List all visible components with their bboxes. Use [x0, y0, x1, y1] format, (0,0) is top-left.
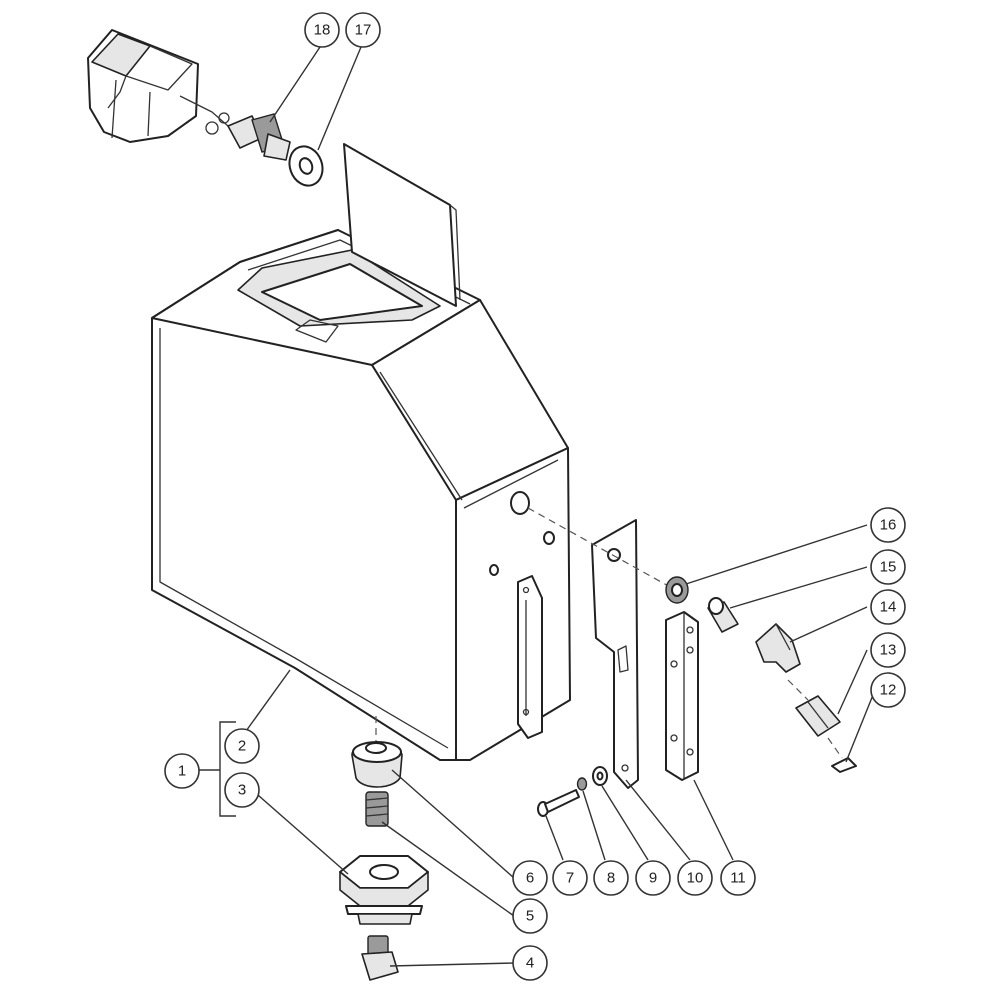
callout-label: 11: [730, 870, 746, 887]
callout-label: 9: [649, 870, 657, 887]
screw: [537, 789, 580, 817]
bulkhead-fitting: [339, 855, 429, 925]
tank-body: [151, 229, 571, 761]
filler-lid: [343, 143, 461, 307]
callout-13: 13: [870, 632, 906, 668]
callout-12: 12: [870, 672, 906, 708]
callout-label: 16: [880, 517, 897, 534]
elbow-connector: [755, 623, 801, 673]
callout-11: 11: [720, 860, 756, 896]
callout-2: 2: [224, 728, 260, 764]
callout-label: 6: [526, 870, 534, 887]
callout-6: 6: [512, 860, 548, 896]
fill-cap-knob: [87, 29, 199, 143]
adapter-fitting: [707, 597, 739, 633]
lock-washer: [576, 777, 588, 791]
mounting-plate: [591, 519, 639, 789]
callout-label: 12: [880, 682, 897, 699]
hex-nut: [665, 576, 689, 604]
elbow-fitting: [361, 935, 399, 981]
gasket-washer: [288, 145, 324, 187]
end-plug: [831, 757, 857, 773]
callout-label: 1: [178, 763, 186, 780]
callout-18: 18: [304, 12, 340, 48]
callout-8: 8: [593, 860, 629, 896]
flat-washer: [592, 766, 608, 786]
callout-10: 10: [677, 860, 713, 896]
mounting-bar: [665, 611, 699, 781]
callout-label: 13: [880, 642, 897, 659]
callout-label: 7: [566, 870, 574, 887]
callout-label: 15: [880, 559, 897, 576]
callout-15: 15: [870, 549, 906, 585]
threaded-insert: [365, 791, 389, 827]
callout-label: 18: [314, 22, 331, 39]
callout-label: 14: [880, 599, 897, 616]
gauge-chain: [179, 95, 230, 135]
callout-7: 7: [552, 860, 588, 896]
callout-4: 4: [512, 945, 548, 981]
leader-lines: [199, 46, 876, 967]
callout-9: 9: [635, 860, 671, 896]
callout-3: 3: [224, 772, 260, 808]
callout-label: 2: [238, 738, 246, 755]
callout-label: 3: [238, 782, 246, 799]
callout-label: 8: [607, 870, 615, 887]
callout-label: 10: [687, 870, 704, 887]
callout-17: 17: [345, 12, 381, 48]
callout-label: 4: [526, 955, 534, 972]
callout-label: 17: [355, 22, 372, 39]
callout-1: 1: [164, 753, 200, 789]
callout-label: 5: [526, 908, 534, 925]
coupling-fitting: [795, 695, 841, 737]
sensor-fitting: [227, 113, 291, 161]
callout-5: 5: [512, 898, 548, 934]
callout-14: 14: [870, 589, 906, 625]
plug-cap: [351, 741, 403, 788]
callout-16: 16: [870, 507, 906, 543]
